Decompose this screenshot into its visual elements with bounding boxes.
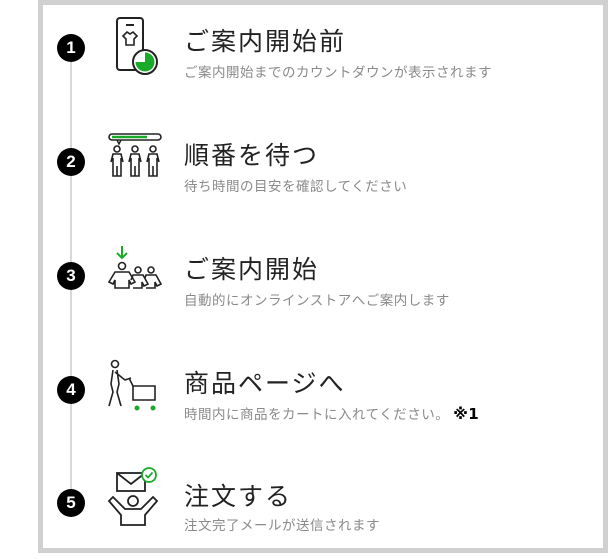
step-3: 3 ご案内開始 自動的にオンラインストアへご案内します bbox=[0, 228, 608, 318]
step-subtitle-text: 時間内に商品をカートに入れてください。 bbox=[184, 407, 450, 423]
step-subtitle: 時間内に商品をカートに入れてください。※1 bbox=[184, 403, 479, 423]
step-subtitle: 待ち時間の目安を確認してください bbox=[184, 179, 408, 195]
step-title: 注文する bbox=[184, 482, 293, 511]
step-subtitle: 自動的にオンラインストアへご案内します bbox=[184, 293, 450, 309]
step-title: 商品ページへ bbox=[184, 369, 346, 398]
step-5: 5 注文する 注文完了メールが送信されます bbox=[0, 455, 608, 545]
phone-tshirt-timer-icon bbox=[116, 17, 158, 75]
step-number-badge: 1 bbox=[57, 34, 85, 62]
step-number-badge: 4 bbox=[57, 376, 85, 404]
step-number-badge: 2 bbox=[57, 148, 85, 176]
people-arrow-down-icon bbox=[107, 246, 163, 289]
step-subtitle: 注文完了メールが送信されます bbox=[184, 518, 380, 534]
step-number-badge: 5 bbox=[57, 489, 85, 517]
step-1: 1 ご案内開始前 ご案内開始までのカウントダウンが表示されます bbox=[0, 0, 608, 90]
step-4: 4 商品ページへ 時間内に商品をカートに入れてください。※1 bbox=[0, 342, 608, 432]
footnote-marker: ※1 bbox=[453, 405, 480, 423]
step-title: ご案内開始 bbox=[184, 255, 320, 284]
step-subtitle: ご案内開始までのカウントダウンが表示されます bbox=[184, 65, 492, 81]
step-number-badge: 3 bbox=[57, 262, 85, 290]
step-title: ご案内開始前 bbox=[184, 27, 347, 56]
step-title: 順番を待つ bbox=[184, 141, 320, 170]
step-2: 2 順番を待つ 待ち時間の目安を確認してください bbox=[0, 114, 608, 204]
person-mail-check-icon bbox=[107, 467, 159, 526]
queue-people-progress-icon bbox=[108, 133, 162, 177]
person-shopping-cart-icon bbox=[108, 359, 156, 411]
